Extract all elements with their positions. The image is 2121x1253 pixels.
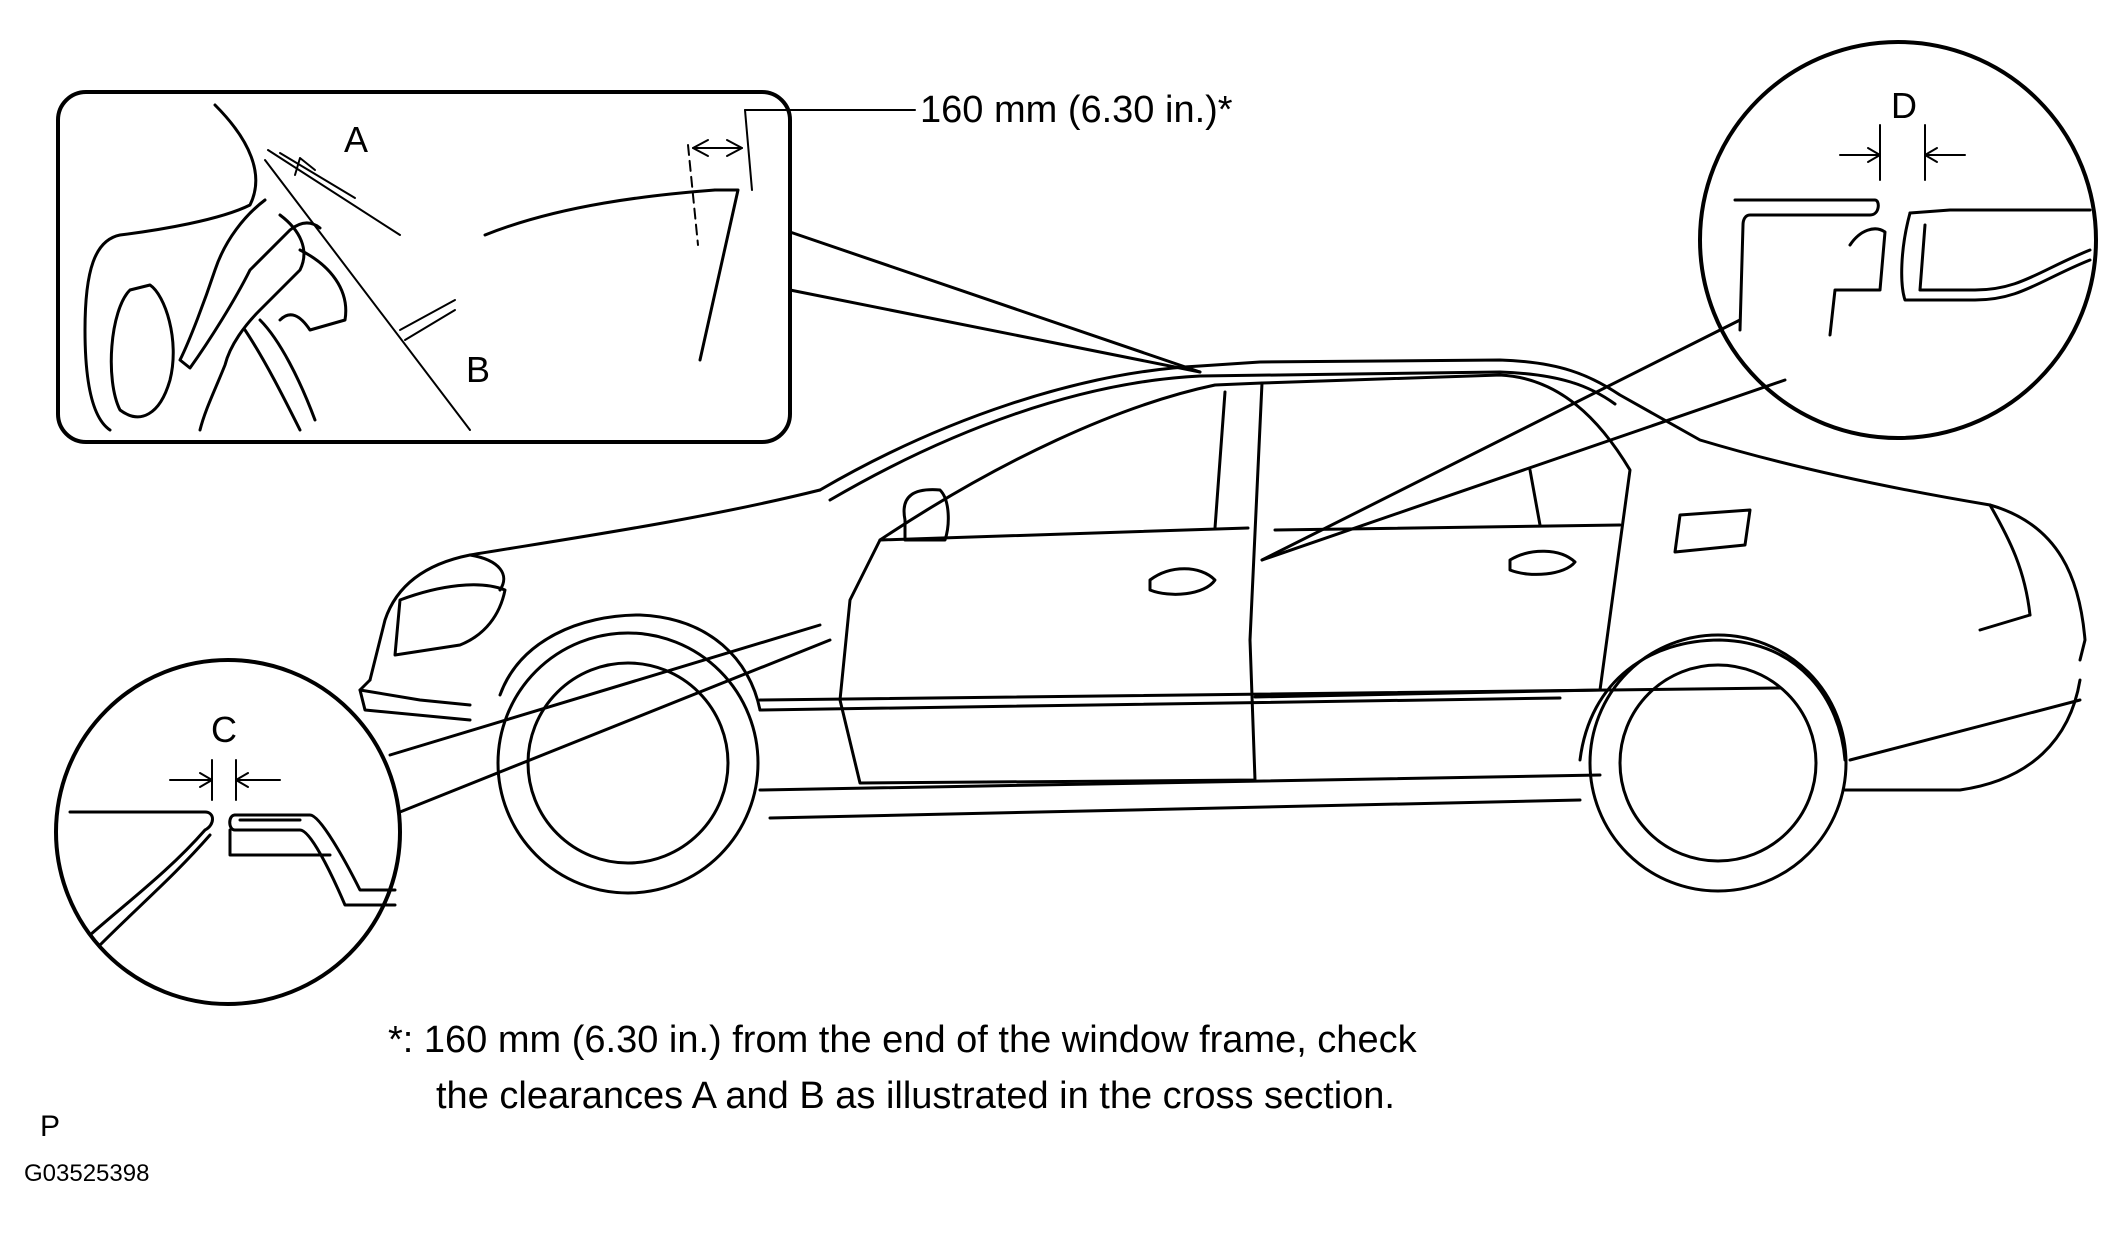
- detail-c-inset: [54, 623, 832, 1006]
- label-dimension-160mm: 160 mm (6.30 in.)*: [920, 89, 1233, 131]
- detail-ab-inset: [56, 90, 1202, 444]
- footnote-line-1: *: 160 mm (6.30 in.) from the end of the…: [388, 1019, 1417, 1061]
- car-outline: [358, 358, 2087, 895]
- label-clearance-a: A: [344, 119, 368, 160]
- label-clearance-b: B: [466, 349, 490, 390]
- front-wheel: [496, 631, 760, 895]
- rear-door: [1253, 373, 1752, 699]
- front-door: [838, 381, 1264, 785]
- footnote: *: 160 mm (6.30 in.) from the end of the…: [388, 1012, 1417, 1124]
- label-clearance-d: D: [1891, 85, 1917, 126]
- label-clearance-c: C: [211, 709, 237, 750]
- detail-d-inset: [1260, 40, 2098, 562]
- figure-id: G03525398: [24, 1160, 150, 1187]
- footnote-line-2: the clearances A and B as illustrated in…: [436, 1075, 1395, 1117]
- page-letter: P: [40, 1110, 61, 1143]
- rear-wheel: [1588, 633, 1848, 893]
